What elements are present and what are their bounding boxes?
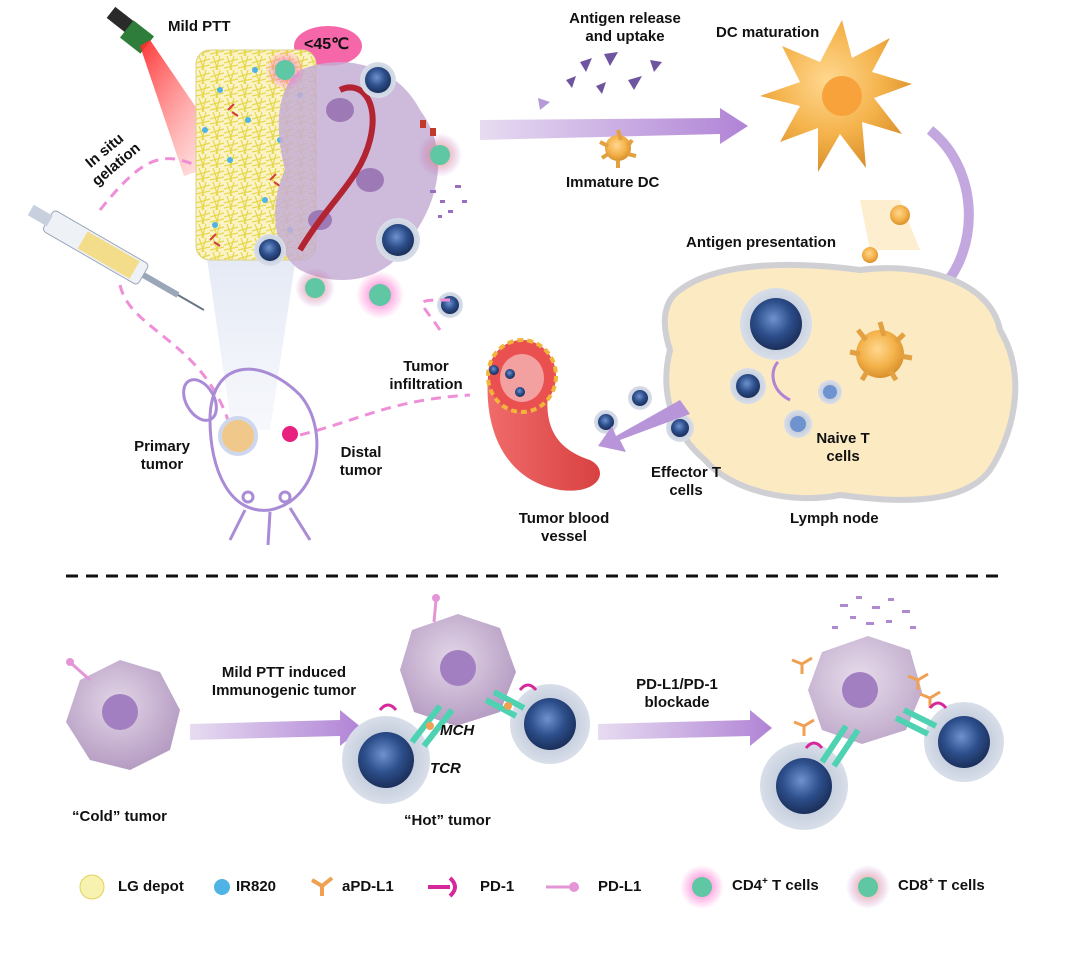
label-antigen-release: Antigen release and uptake [550,10,700,46]
label-effector-t-cells: Effector T cells [636,464,736,500]
label-antigen-release-line2: and uptake [585,28,665,45]
label-blockade-line2: blockade [644,694,710,711]
primary-tumor-site [218,416,258,456]
label-mild-ptt-induced-line1: Mild PTT induced [221,664,347,681]
label-hot-tumor: “Hot” tumor [404,812,491,829]
presenting-dc-icons [862,205,910,263]
legend-ir820: IR820 [236,878,277,895]
label-mch: MCH [440,722,475,739]
label-vessel-line2: vessel [541,528,587,545]
legend-pd-l1: PD-L1 [598,878,642,895]
label-mild-ptt: Mild PTT [168,18,231,35]
label-immature-dc: Immature DC [566,174,660,191]
label-lymph-node: Lymph node [790,510,879,527]
legend-cd8-sup: + [928,876,934,887]
activation-arrow [771,360,791,402]
label-tcr: TCR [430,760,461,777]
label-distal-tumor-line1: Distal [340,444,382,461]
legend-cd8-name: CD8 [898,877,929,894]
antigen-flow-arrow [480,108,748,144]
label-vessel-line1: Tumor blood [518,510,610,527]
tumor-vasculature [297,84,376,252]
tumor-t-cells [254,50,463,319]
immature-dc-icon [599,129,637,168]
legend-cd4: CD4+ T cells [732,876,819,894]
label-distal-tumor-line2: tumor [339,462,383,479]
tumor-debris [420,120,467,218]
effector-t-cells [594,386,694,442]
cell-debris-bottom [832,596,916,629]
to-lymph-arrow [926,126,974,294]
pd-1-icon [428,876,457,898]
legend-apd-l1: aPD-L1 [342,878,394,895]
label-tumor-infiltration-line2: infiltration [389,376,463,393]
label-primary-tumor-line1: Primary [134,438,190,455]
legend-pd-1: PD-1 [480,878,515,895]
mature-dc-icon [760,20,912,172]
blockaded-tumor-cell [760,636,1004,830]
antigen-fragments [538,52,662,110]
blockade-arrow [598,710,772,746]
pd-l1-icon [546,882,579,892]
legend-cd4-suffix: T cells [767,877,819,894]
distal-tumor-site [282,426,298,442]
label-antigen-presentation: Antigen presentation [686,234,837,251]
label-mild-ptt-induced: Mild PTT induced Immunogenic tumor [204,664,364,700]
hot-tumor-cell [342,594,590,804]
label-naive-t-line2: cells [826,448,860,465]
mouse-icon [182,367,319,546]
label-tumor-blood-vessel: Tumor blood vessel [504,510,624,546]
label-effector-t-line1: Effector T [650,464,721,481]
legend-cd8: CD8+ T cells [898,876,985,894]
legend-cd4-name: CD4 [732,877,763,894]
lymph-node-cells [730,288,913,438]
label-distal-tumor: Distal tumor [326,444,396,480]
label-temperature: <45℃ [304,36,350,53]
legend-icons [79,865,890,909]
cd4-t-cell-icon [680,865,724,909]
label-naive-t-cells: Naive T cells [808,430,878,466]
label-naive-t-line1: Naive T [816,430,870,447]
dashed-paths [98,157,471,437]
syringe-icon [27,204,205,311]
ir820-icon [214,879,230,895]
label-blockade: PD-L1/PD-1 blockade [612,676,742,712]
legend-cd4-sup: + [762,876,768,887]
label-cold-tumor: “Cold” tumor [72,808,167,825]
cd8-t-cell-icon [846,865,890,909]
tumor-blood-vessel-icon [486,338,600,491]
presentation-beam [860,200,920,250]
label-effector-t-line2: cells [669,482,703,499]
legend-cd8-suffix: T cells [933,877,985,894]
label-primary-tumor-line2: tumor [140,456,184,473]
lg-depot-icon [79,874,105,900]
ptt-induction-arrow [190,710,362,746]
label-tumor-infiltration: Tumor infiltration [386,358,466,394]
apd-l1-icon [310,876,334,896]
label-primary-tumor: Primary tumor [122,438,202,474]
label-mild-ptt-induced-line2: Immunogenic tumor [211,682,357,699]
label-dc-maturation: DC maturation [716,24,820,41]
label-blockade-line1: PD-L1/PD-1 [636,676,718,693]
effector-arrow [598,400,690,452]
label-tumor-infiltration-line1: Tumor [403,358,449,375]
cold-tumor-cell [66,658,180,770]
label-antigen-release-line1: Antigen release [569,10,681,27]
legend-lg-depot: LG depot [118,878,184,895]
